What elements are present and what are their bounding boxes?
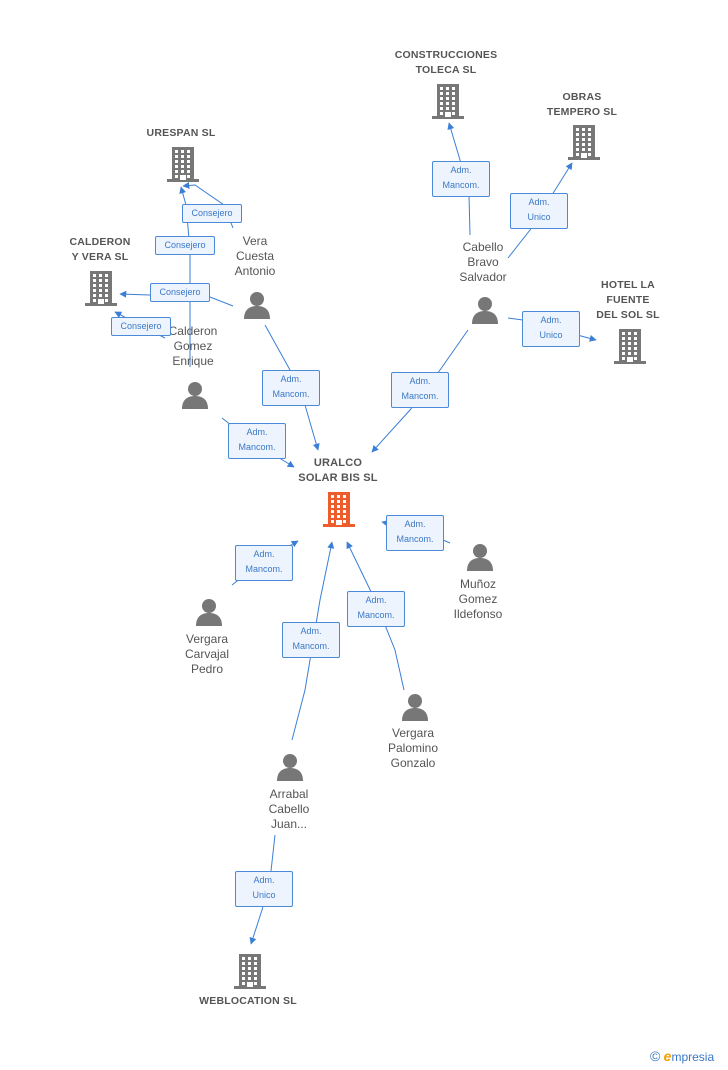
edge-label-vergara_p-uralco[interactable]: Adm. Mancom. [347,591,405,627]
person-label-cabello[interactable]: Cabello Bravo Salvador [459,240,507,284]
edge-label-cabello-hotel[interactable]: Adm. Unico [522,311,580,347]
person-icon[interactable] [401,693,429,726]
person-label-vergara_c[interactable]: Vergara Carvajal Pedro [184,632,229,676]
person-icon-graphic [182,382,208,409]
edge-label-vera-urespan[interactable]: Consejero [182,203,242,223]
brand-name: mpresia [671,1050,715,1064]
person-icon[interactable] [466,543,494,576]
person-label-vergara_p[interactable]: Vergara Palomino Gonzalo [387,726,439,770]
building-icon-graphic [614,329,646,364]
company-label-uralco[interactable]: URALCO SOLAR BIS SL [298,457,378,484]
person-label-vera[interactable]: Vera Cuesta Antonio [234,234,276,278]
edge-calderon-urespan [179,186,191,367]
edge-label-cabello-uralco[interactable]: Adm. Mancom. [391,372,449,408]
building-icon[interactable] [323,491,355,532]
building-icon-graphic [234,954,266,989]
building-icon-graphic [432,84,464,119]
edge-label-arrabal-uralco[interactable]: Adm. Mancom. [282,622,340,658]
edge-label-calderon-uralco[interactable]: Adm. Mancom. [228,423,286,459]
edge-label-calderon-calderon_vera[interactable]: Consejero [111,316,171,336]
person-label-munoz[interactable]: Muñoz Gomez Ildefonso [453,577,503,621]
person-icon[interactable] [243,291,271,324]
brand-first-letter: e [663,1048,672,1064]
building-icon-graphic [568,125,600,160]
edge-label-munoz-uralco[interactable]: Adm. Mancom. [386,515,444,551]
edge-label-arrabal-weblocation[interactable]: Adm. Unico [235,871,293,907]
edge-label-calderon-urespan[interactable]: Consejero [155,235,215,255]
person-icon-graphic [402,694,428,721]
person-icon-graphic [196,599,222,626]
edge-label-vera-calderon_vera[interactable]: Consejero [150,282,210,302]
person-label-calderon[interactable]: Calderon Gomez Enrique [168,324,218,368]
person-icon-graphic [467,544,493,571]
edge-label-cabello-obras[interactable]: Adm. Unico [510,193,568,229]
building-icon[interactable] [167,146,199,187]
edge-label-cabello-construcciones[interactable]: Adm. Mancom. [432,161,490,197]
person-icon[interactable] [181,381,209,414]
company-label-calderon_vera[interactable]: CALDERON Y VERA SL [69,236,131,263]
edge-label-vergara_c-uralco[interactable]: Adm. Mancom. [235,545,293,581]
person-icon[interactable] [471,296,499,329]
building-icon[interactable] [234,953,266,994]
person-label-arrabal[interactable]: Arrabal Cabello Juan... [268,787,310,831]
brand-logo: © empresia [650,1048,714,1064]
company-label-obras[interactable]: OBRAS TEMPERO SL [546,91,618,118]
building-icon-graphic [323,492,355,527]
person-icon[interactable] [195,598,223,631]
building-icon[interactable] [568,124,600,165]
company-label-hotel[interactable]: HOTEL LA FUENTE DEL SOL SL [596,279,660,321]
person-icon[interactable] [276,753,304,786]
edge-label-vera-uralco[interactable]: Adm. Mancom. [262,370,320,406]
person-icon-graphic [244,292,270,319]
edge-cabello-obras [507,162,573,259]
company-label-weblocation[interactable]: WEBLOCATION SL [199,995,297,1007]
building-icon[interactable] [85,270,117,311]
building-icon[interactable] [432,83,464,124]
company-label-construcciones[interactable]: CONSTRUCCIONES TOLECA SL [394,49,498,76]
building-icon-graphic [167,147,199,182]
building-icon[interactable] [614,328,646,369]
building-icon-graphic [85,271,117,306]
person-icon-graphic [277,754,303,781]
company-label-urespan[interactable]: URESPAN SL [146,127,216,139]
copyright-symbol: © [650,1048,661,1064]
person-icon-graphic [472,297,498,324]
